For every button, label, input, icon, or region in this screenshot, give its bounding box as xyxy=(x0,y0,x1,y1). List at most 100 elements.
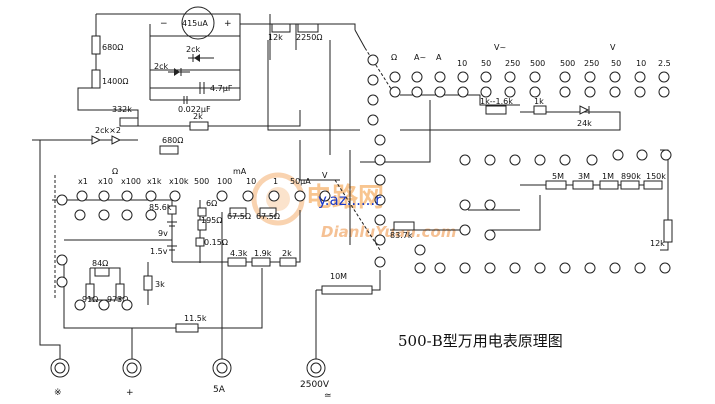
label-r67.5b: 67.5Ω xyxy=(256,212,280,221)
resistor-91 xyxy=(85,283,95,299)
resistor-2250 xyxy=(297,23,319,33)
resistor-1k-1.6k xyxy=(485,105,507,115)
label-sw-v-dc: V xyxy=(610,43,616,52)
label-r1k-1.6k: 1k--1.6k xyxy=(480,97,513,106)
resistor-12k-right xyxy=(663,219,673,243)
diode-2ck-a xyxy=(188,54,214,62)
dashed-linkages xyxy=(54,47,396,300)
label-d2ck-x2: 2ck×2 xyxy=(95,126,121,135)
meter-minus: − xyxy=(160,19,168,29)
label-sw-v-ac: V~ xyxy=(494,43,506,52)
resistor-1400 xyxy=(91,69,101,89)
label-r4.3k: 4.3k xyxy=(230,249,248,258)
resistor-680 xyxy=(91,35,101,55)
resistor-10M xyxy=(321,285,373,295)
label-r3k: 3k xyxy=(155,280,165,289)
terminal-5A[interactable]: 5A xyxy=(212,358,232,395)
diode-24k xyxy=(579,105,590,115)
label-d2ck-b: 2ck xyxy=(154,62,168,71)
diode-2ck-b xyxy=(168,68,190,76)
capacitor-4.7uF xyxy=(199,82,205,94)
top-switch-contacts xyxy=(367,54,670,268)
resistor-85.6k xyxy=(167,205,177,215)
terminals: ※ + 5A 2500V ≃ xyxy=(50,358,332,401)
resistor-973 xyxy=(115,283,125,299)
label-d2ck-a: 2ck xyxy=(186,45,200,54)
label-ohm-x1: x1 xyxy=(78,177,88,186)
resistors: 680Ω 1400Ω 332k 2k 680Ω 12k 2250Ω 1k--1.… xyxy=(82,23,673,333)
label-ma-100: 100 xyxy=(217,177,232,186)
label-left-ma: mA xyxy=(233,167,247,176)
label-r5M: 5M xyxy=(552,172,564,181)
label-ohm-x100: x100 xyxy=(121,177,141,186)
meter-label: 415uA xyxy=(182,19,208,28)
meter-circle xyxy=(181,6,215,40)
label-r0.15: 0.15Ω xyxy=(204,238,228,247)
label-ohm-x10k: x10k xyxy=(169,177,189,186)
resistor-2k-top xyxy=(189,121,209,131)
label-ohm-x10: x10 xyxy=(98,177,113,186)
label-dc-250: 250 xyxy=(584,59,599,68)
terminal-common-label: ※ xyxy=(54,388,62,398)
watermark: 电路网 DianluYuan.com xyxy=(251,172,456,241)
terminal-plus[interactable]: + xyxy=(122,358,142,398)
label-left-ua: 50μA xyxy=(290,177,311,186)
resistor-12k xyxy=(271,23,291,33)
label-dc-50: 50 xyxy=(611,59,621,68)
diodes-capacitors: 2ck 2ck 4.7μF 0.022μF 2ck×2 xyxy=(91,45,590,251)
label-c0.022uF: 0.022μF xyxy=(178,105,211,114)
label-left-v: V xyxy=(322,171,328,180)
resistor-0.15 xyxy=(195,237,205,247)
label-r1400: 1400Ω xyxy=(102,77,128,86)
terminal-2500V[interactable]: 2500V ≃ xyxy=(300,358,332,401)
label-r973: 973Ω xyxy=(107,295,128,304)
label-r332k: 332k xyxy=(112,105,132,114)
label-r1.9k: 1.9k xyxy=(254,249,272,258)
label-dc-10: 10 xyxy=(636,59,646,68)
resistor-4.3k xyxy=(227,257,247,267)
left-switch-contacts xyxy=(56,190,331,311)
resistor-2k-mid xyxy=(279,257,297,267)
right-switch-contacts xyxy=(414,149,672,274)
label-r84: 84Ω xyxy=(92,259,108,268)
diagram-title: 500-B型万用电表原理图 xyxy=(398,332,563,350)
label-ma-10: 10 xyxy=(246,177,256,186)
resistor-67.5b xyxy=(259,207,277,217)
label-r6: 6Ω xyxy=(206,199,217,208)
left-range-switch: Ω mA V 50μA x1 x10 x100 x1k x10k 500 100… xyxy=(56,167,331,311)
label-ohm-x1k: x1k xyxy=(147,177,162,186)
resistor-332k xyxy=(119,117,139,127)
label-r91: 91Ω xyxy=(82,295,98,304)
label-r10M: 10M xyxy=(330,272,347,281)
label-sw-ohm: Ω xyxy=(391,53,397,62)
watermark-cn: 电路网 xyxy=(306,182,384,213)
label-sw-a-tilde: A~ xyxy=(414,53,426,62)
label-r2k-mid: 2k xyxy=(282,249,292,258)
resistor-150k xyxy=(643,180,663,190)
label-ac-250: 250 xyxy=(505,59,520,68)
resistor-84 xyxy=(94,267,110,277)
resistor-83.7k xyxy=(393,221,415,231)
label-1.5v: 1.5v xyxy=(150,247,168,256)
label-ac-500: 500 xyxy=(530,59,545,68)
label-ac-50: 50 xyxy=(481,59,491,68)
resistor-1.9k xyxy=(251,257,271,267)
resistor-11.5k xyxy=(175,323,199,333)
label-r11.5k: 11.5k xyxy=(184,314,207,323)
resistor-195 xyxy=(197,219,207,231)
meter-plus: + xyxy=(224,19,232,29)
label-r195: 195Ω xyxy=(201,216,222,225)
label-r2250: 2250Ω xyxy=(296,33,322,42)
watermark-url: DianluYuan.com xyxy=(321,223,456,241)
label-r1k: 1k xyxy=(534,97,544,106)
label-r24k: 24k xyxy=(577,119,592,128)
resistor-6 xyxy=(197,207,207,217)
top-range-switch: Ω A~ A V~ V 10 50 250 500 500 250 50 10 … xyxy=(367,43,671,268)
label-r12k-right: 12k xyxy=(650,239,665,248)
battery-9v xyxy=(167,221,177,227)
label-r680b: 680Ω xyxy=(162,136,183,145)
terminal-common[interactable]: ※ xyxy=(50,358,70,398)
terminal-2500V-ac-mark: ≃ xyxy=(324,391,332,401)
label-ma-1: 1 xyxy=(273,177,278,186)
